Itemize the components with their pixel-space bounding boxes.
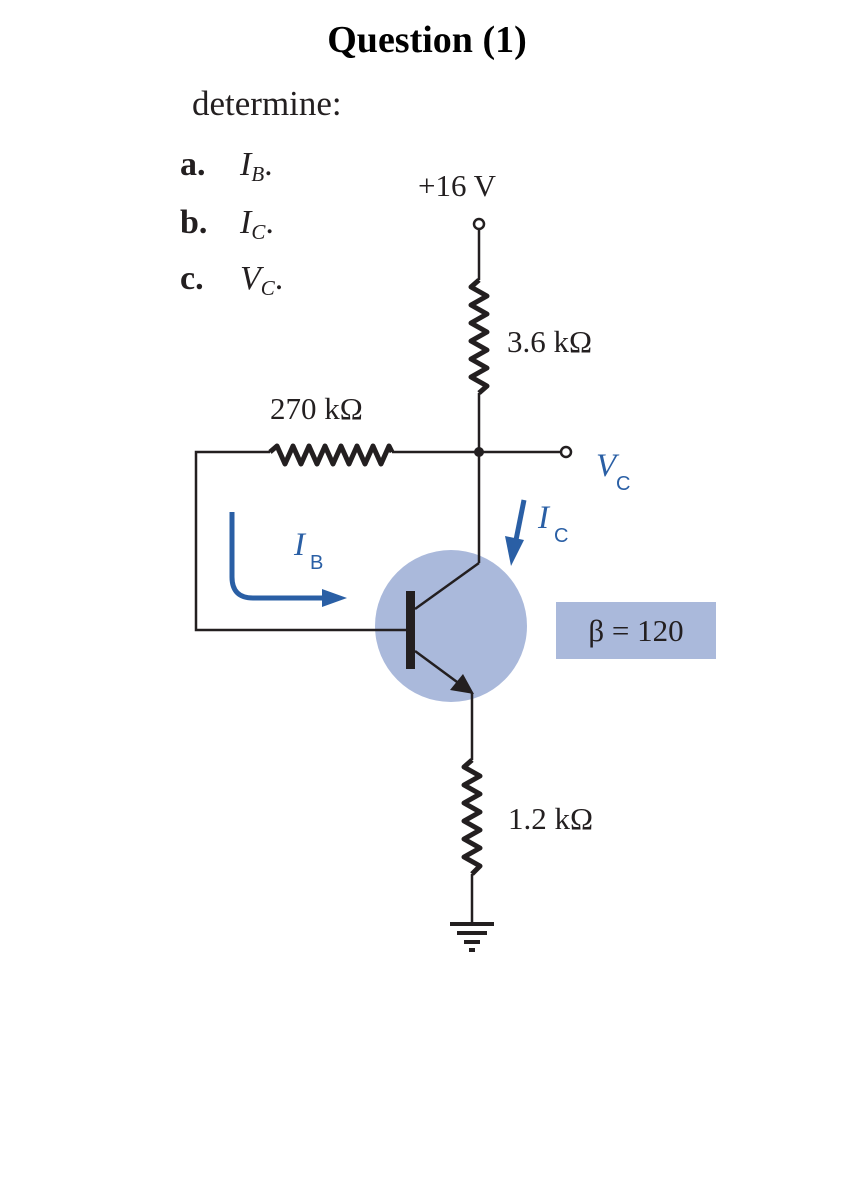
ic-subscript: C [554,525,568,547]
base-resistor [268,443,395,467]
prompt-text: determine: [192,84,342,123]
ib-arrow-head [322,589,347,607]
ic-label: I C [537,500,568,547]
transistor-collector [414,561,480,611]
vc-label: V C [596,448,630,495]
question-a-letter: a. [180,146,206,183]
question-b: b. IC. [180,204,274,245]
question-b-symbol: I [240,204,252,241]
question-title: Question (1) [327,19,527,61]
question-b-end: . [265,204,274,241]
rb-label: 270 kΩ [270,391,363,426]
ic-symbol: I [537,500,551,536]
rc-label: 3.6 kΩ [507,324,592,359]
transistor-base-bar [406,591,415,669]
emitter-resistor [461,758,483,876]
question-c-letter: c. [180,260,204,297]
ib-arrow-path [229,512,325,601]
supply-terminal [472,217,486,231]
ib-label: I B [293,527,323,574]
vc-terminal [559,445,573,459]
ground-icon [450,922,494,952]
re-label: 1.2 kΩ [508,801,593,836]
question-b-sub: C [251,220,266,244]
vc-subscript: C [616,473,630,495]
question-a-end: . [264,146,273,183]
question-a-symbol: I [240,146,252,183]
supply-label: +16 V [418,168,497,203]
beta-box [556,602,716,659]
question-a: a. IB. [180,146,273,187]
ib-symbol: I [293,527,307,563]
question-a-sub: B [251,162,265,186]
question-c-symbol: V [240,260,261,297]
question-c-end: . [274,260,284,297]
collector-resistor [468,278,490,395]
question-c-sub: C [260,276,275,300]
beta-label: β = 120 [588,613,683,648]
ic-arrow-head [505,536,524,566]
transistor-highlight [375,550,527,702]
wire-base-loop [194,450,409,632]
vc-symbol: V [596,448,620,484]
question-b-letter: b. [180,204,208,241]
question-c: c. VC. [180,260,283,301]
ib-subscript: B [310,552,323,574]
emitter-arrow [450,674,474,694]
ic-arrow-path [513,499,527,541]
